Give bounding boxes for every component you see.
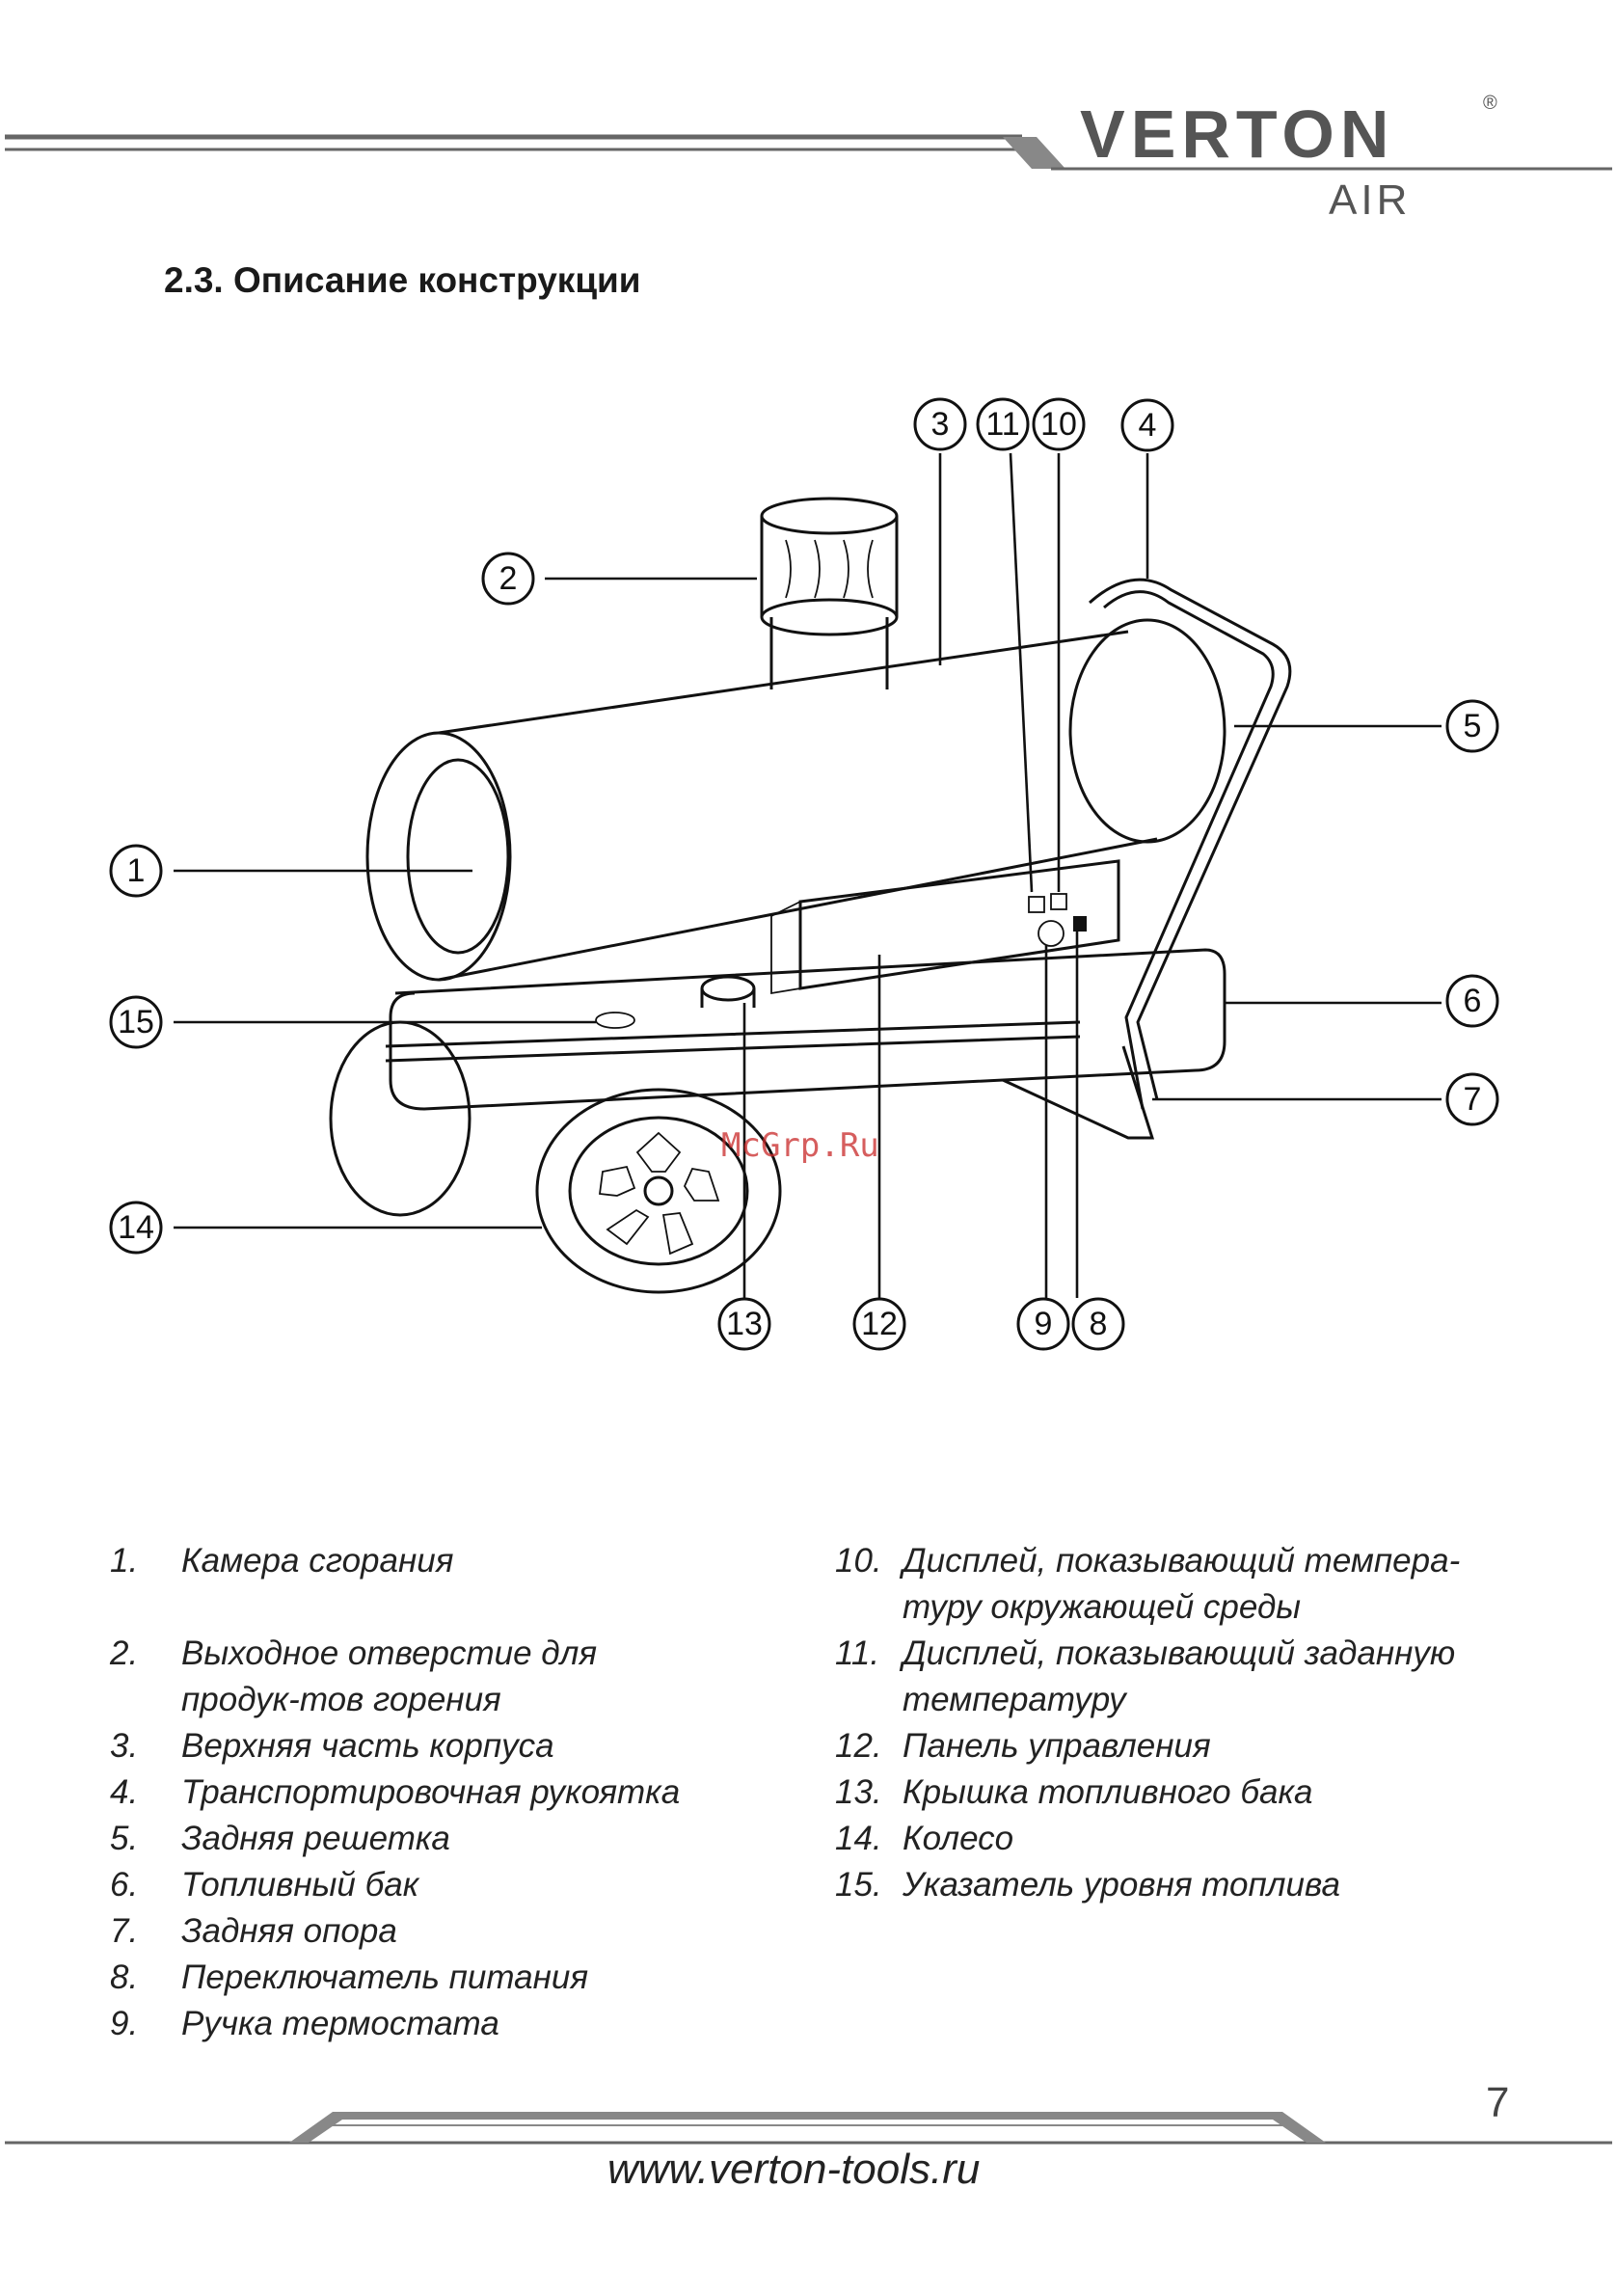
callout-10: 10: [1032, 397, 1086, 451]
svg-text:6: 6: [1464, 983, 1482, 1019]
page-number: 7: [1486, 2079, 1510, 2126]
legend-text: Топливный бак: [181, 1866, 419, 1904]
legend-number: 14.: [835, 1820, 882, 1857]
svg-text:14: 14: [118, 1209, 154, 1246]
svg-text:3: 3: [931, 406, 950, 443]
legend-number: 13.: [835, 1773, 882, 1811]
legend-text: Крышка топливного бака: [903, 1773, 1313, 1811]
svg-text:4: 4: [1139, 407, 1157, 444]
legend-right: 10. Дисплей, показывающий темпера-туру о…: [835, 1538, 1587, 1908]
callout-15: 15: [109, 995, 163, 1049]
legend-number: 2.: [110, 1634, 139, 1672]
legend-item: 13. Крышка топливного бака: [835, 1769, 1587, 1816]
legend-number: 1.: [110, 1542, 139, 1580]
svg-text:13: 13: [726, 1306, 763, 1342]
legend-item: 6. Топливный бак: [110, 1862, 804, 1908]
callout-3: 3: [913, 397, 967, 451]
legend-number: 9.: [110, 2005, 139, 2042]
section-title: 2.3. Описание конструкции: [164, 260, 641, 300]
callout-13: 13: [717, 1297, 771, 1351]
legend-number: 3.: [110, 1727, 139, 1765]
legend-item: 2. Выходное отверстие для продук-тов гор…: [110, 1631, 785, 1723]
callout-6: 6: [1445, 974, 1499, 1028]
callout-4: 4: [1120, 398, 1174, 452]
legend-text: Панель управления: [903, 1727, 1211, 1765]
legend-number: 8.: [110, 1958, 139, 1996]
legend-text: Задняя опора: [181, 1912, 397, 1950]
svg-text:9: 9: [1035, 1306, 1053, 1342]
svg-text:10: 10: [1040, 406, 1077, 443]
legend-item: 5. Задняя решетка: [110, 1816, 804, 1862]
registered-mark: ®: [1483, 93, 1497, 114]
legend-item: 12. Панель управления: [835, 1723, 1587, 1769]
legend-number: 4.: [110, 1773, 139, 1811]
svg-text:8: 8: [1090, 1306, 1108, 1342]
footer-rule: [5, 2112, 1612, 2145]
legend-text: Дисплей, показывающий заданную температу…: [903, 1634, 1456, 1718]
svg-text:2: 2: [499, 560, 518, 597]
legend-text: Ручка термостата: [181, 2005, 499, 2042]
svg-text:11: 11: [985, 406, 1019, 443]
legend-number: 11.: [835, 1634, 880, 1672]
legend-item: 14. Колесо: [835, 1816, 1587, 1862]
legend-item: 7. Задняя опора: [110, 1908, 804, 1955]
legend-number: 5.: [110, 1820, 139, 1857]
leader-lines: [174, 452, 1442, 1298]
legend-number: 15.: [835, 1866, 882, 1904]
legend-item: 9. Ручка термостата: [110, 2001, 804, 2047]
legend-item: 1. Камера сгорания: [110, 1538, 804, 1584]
brand-logo: VERTON: [1080, 96, 1395, 172]
svg-text:5: 5: [1464, 708, 1482, 744]
callout-12: 12: [852, 1297, 906, 1351]
callout-2: 2: [481, 552, 535, 606]
legend-number: 10.: [835, 1542, 882, 1580]
legend-item: 4. Транспортировочная рукоятка: [110, 1769, 804, 1816]
legend-number: 6.: [110, 1866, 139, 1904]
svg-text:12: 12: [861, 1306, 898, 1342]
callout-9: 9: [1016, 1297, 1070, 1351]
legend-text: Транспортировочная рукоятка: [181, 1773, 681, 1811]
legend-text: Задняя решетка: [181, 1820, 450, 1857]
legend-text: Выходное отверстие для продук-тов горени…: [181, 1634, 598, 1718]
legend-item: 8. Переключатель питания: [110, 1955, 804, 2001]
legend-text: Дисплей, показывающий темпера-туру окруж…: [903, 1542, 1461, 1626]
callout-5: 5: [1445, 699, 1499, 753]
legend-number: 7.: [110, 1912, 139, 1950]
callout-1: 1: [109, 844, 163, 898]
svg-text:1: 1: [127, 852, 146, 889]
legend-text: Камера сгорания: [181, 1542, 454, 1580]
callout-7: 7: [1445, 1072, 1499, 1126]
legend-text: Указатель уровня топлива: [903, 1866, 1340, 1904]
sub-brand-logo: AIR: [1329, 176, 1412, 224]
svg-text:7: 7: [1464, 1081, 1482, 1118]
legend-item: 3. Верхняя часть корпуса: [110, 1723, 804, 1769]
legend-item: 10. Дисплей, показывающий темпера-туру о…: [835, 1538, 1587, 1631]
legend-text: Колесо: [903, 1820, 1014, 1857]
footer-url[interactable]: www.verton-tools.ru: [607, 2146, 981, 2193]
legend-number: 12.: [835, 1727, 882, 1765]
heater-drawing: [329, 497, 1292, 1294]
svg-text:15: 15: [118, 1004, 154, 1040]
heater-diagram: 1 2 3 4 5 6 7 8 9 10 11 12 13 14 15: [109, 397, 1499, 1351]
watermark: McGrp.Ru: [721, 1126, 879, 1165]
legend-item: 11. Дисплей, показывающий заданную темпе…: [835, 1631, 1587, 1723]
legend-text: Верхняя часть корпуса: [181, 1727, 554, 1765]
callout-11: 11: [976, 397, 1030, 451]
header-rule: [5, 134, 1612, 171]
legend-text: Переключатель питания: [181, 1958, 589, 1996]
legend-left: 1. Камера сгорания 2. Выходное отверстие…: [110, 1538, 804, 2047]
callout-14: 14: [109, 1201, 163, 1255]
legend-item: 15. Указатель уровня топлива: [835, 1862, 1587, 1908]
callout-8: 8: [1071, 1297, 1125, 1351]
